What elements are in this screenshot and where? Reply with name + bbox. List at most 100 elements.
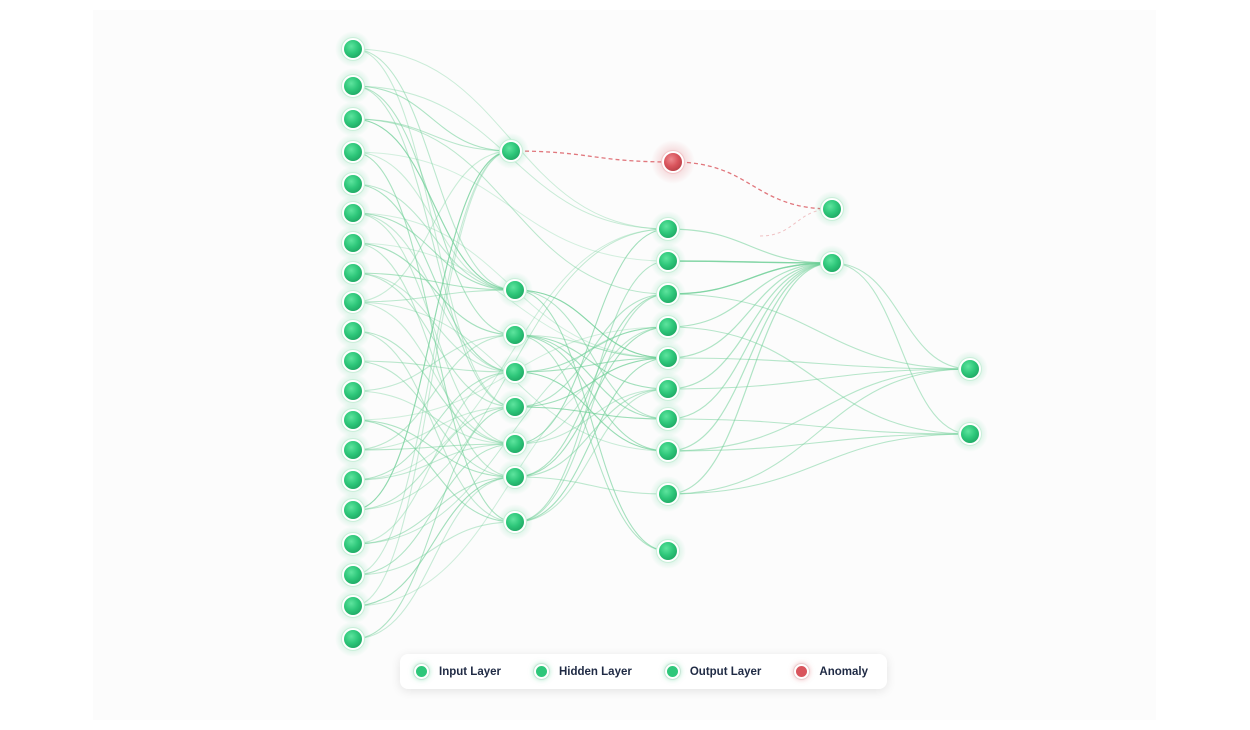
anomaly-node[interactable] — [651, 140, 695, 184]
legend-item-output-layer: Output Layer — [664, 664, 761, 679]
node-core — [344, 566, 362, 584]
node-core — [506, 398, 524, 416]
legend-label: Input Layer — [439, 665, 501, 678]
hidden-node[interactable] — [650, 476, 686, 512]
connection-line — [352, 521, 516, 576]
connection-line — [352, 371, 516, 545]
connection-line — [514, 289, 669, 552]
legend-item-input-layer: Input Layer — [414, 664, 501, 679]
connection-line — [514, 476, 669, 495]
hidden-node[interactable] — [650, 309, 686, 345]
hidden-node[interactable] — [497, 354, 533, 390]
input-node[interactable] — [335, 373, 371, 409]
connection-line — [352, 390, 516, 445]
connection-line — [352, 242, 516, 336]
connection-line — [514, 388, 669, 523]
connection-line — [352, 150, 512, 607]
input-node[interactable] — [335, 255, 371, 291]
connection-line — [352, 272, 516, 408]
input-node[interactable] — [335, 284, 371, 320]
connection-line — [352, 301, 516, 445]
hidden-node[interactable] — [497, 459, 533, 495]
node-core — [823, 254, 841, 272]
hidden-node[interactable] — [650, 371, 686, 407]
connection-line — [667, 326, 971, 435]
connection-line — [352, 443, 516, 481]
input-node[interactable] — [335, 101, 371, 137]
hidden-node[interactable] — [650, 243, 686, 279]
output-node[interactable] — [952, 351, 988, 387]
node-core — [659, 485, 677, 503]
connection-line — [514, 334, 669, 420]
connection-line — [352, 443, 516, 576]
hidden-node[interactable] — [493, 133, 529, 169]
input-node[interactable] — [335, 492, 371, 528]
input-node[interactable] — [335, 432, 371, 468]
hidden-node[interactable] — [650, 340, 686, 376]
node-core — [344, 471, 362, 489]
output-node[interactable] — [952, 416, 988, 452]
input-node[interactable] — [335, 402, 371, 438]
input-node[interactable] — [335, 557, 371, 593]
node-core — [659, 318, 677, 336]
hidden-node[interactable] — [497, 426, 533, 462]
node-core — [961, 425, 979, 443]
connection-line — [514, 293, 669, 408]
hidden-node[interactable] — [814, 191, 850, 227]
node-core — [506, 468, 524, 486]
connection-line — [667, 368, 971, 390]
connection-line — [352, 85, 516, 336]
connection-line — [514, 293, 669, 523]
hidden-node[interactable] — [650, 433, 686, 469]
hidden-node[interactable] — [497, 504, 533, 540]
node-core — [344, 234, 362, 252]
input-node[interactable] — [335, 166, 371, 202]
connection-line — [352, 212, 516, 291]
connection-line — [352, 330, 516, 445]
node-core — [506, 513, 524, 531]
node-core — [344, 143, 362, 161]
connection-line — [352, 406, 516, 511]
connection-line — [352, 212, 516, 445]
hidden-node[interactable] — [497, 272, 533, 308]
input-node[interactable] — [335, 31, 371, 67]
connection-line — [352, 289, 516, 303]
node-core — [344, 535, 362, 553]
node-core — [344, 293, 362, 311]
input-node[interactable] — [335, 462, 371, 498]
hidden-node[interactable] — [650, 401, 686, 437]
input-node[interactable] — [335, 313, 371, 349]
input-node[interactable] — [335, 588, 371, 624]
connection-line — [352, 48, 516, 291]
hidden-node[interactable] — [497, 389, 533, 425]
connection-line — [831, 262, 971, 370]
input-node[interactable] — [335, 343, 371, 379]
connection-line — [514, 326, 669, 478]
connection-line — [352, 334, 516, 392]
connection-line — [352, 151, 669, 262]
connection-line — [352, 419, 516, 523]
input-node[interactable] — [335, 526, 371, 562]
node-core — [344, 501, 362, 519]
connection-line — [667, 228, 833, 264]
connection-line — [352, 371, 516, 481]
input-node[interactable] — [335, 134, 371, 170]
connection-line — [352, 118, 512, 152]
hidden-node[interactable] — [650, 276, 686, 312]
node-core — [344, 175, 362, 193]
input-node[interactable] — [335, 621, 371, 657]
input-node[interactable] — [335, 225, 371, 261]
connection-line — [667, 418, 971, 435]
hidden-node[interactable] — [814, 245, 850, 281]
anomaly-connection-line — [672, 161, 833, 210]
connection-line — [352, 212, 516, 373]
connection-line — [352, 360, 516, 478]
input-node[interactable] — [335, 68, 371, 104]
node-core — [506, 281, 524, 299]
node-core — [961, 360, 979, 378]
hidden-node[interactable] — [650, 211, 686, 247]
hidden-node[interactable] — [497, 317, 533, 353]
input-node[interactable] — [335, 195, 371, 231]
hidden-node[interactable] — [650, 533, 686, 569]
node-core — [344, 382, 362, 400]
